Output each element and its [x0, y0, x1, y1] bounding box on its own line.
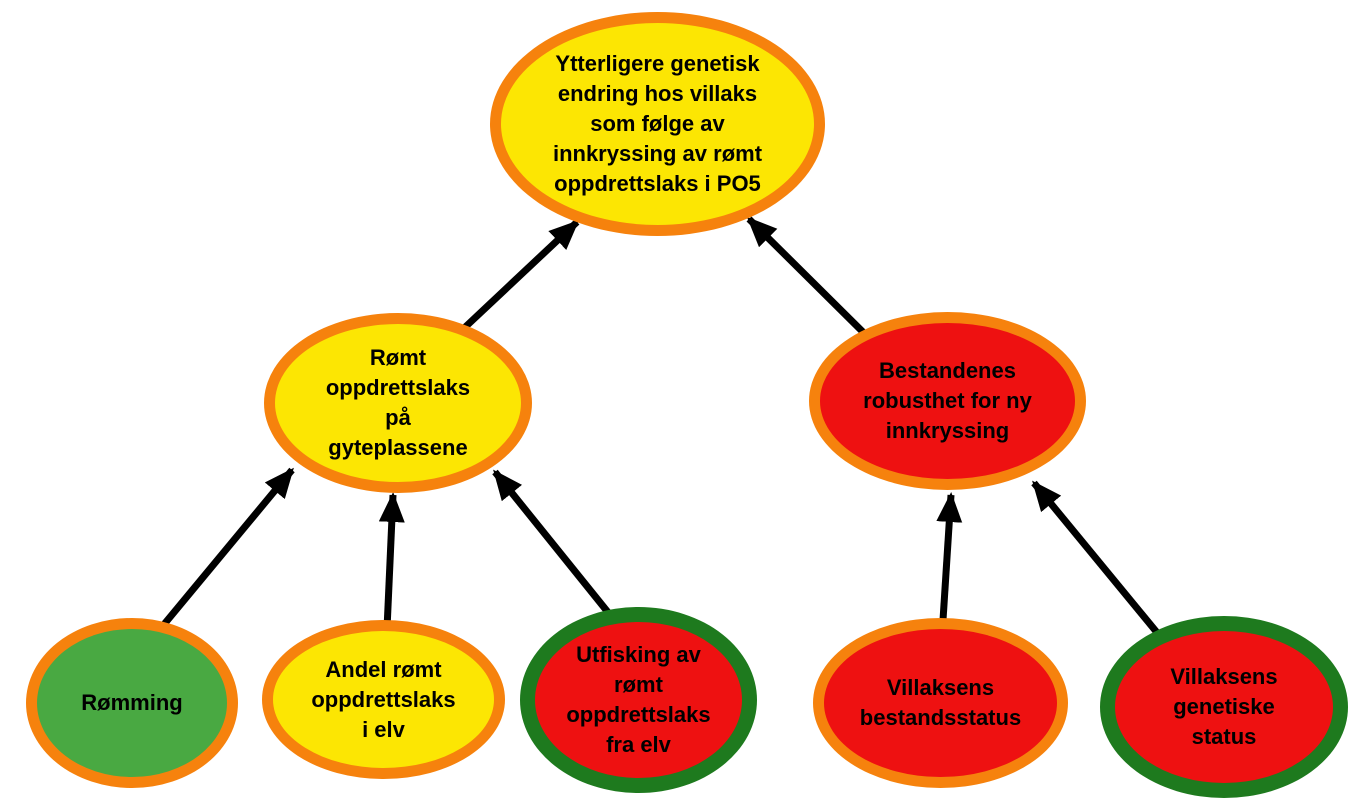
node-label: Bestandenes robusthet for ny innkryssing: [863, 358, 1032, 443]
node-villaksens-bestandsstatus: Villaksens bestandsstatus: [813, 618, 1068, 788]
arrow-bestandsstatus-to-robusthet: [936, 492, 963, 621]
node-label: Villaksens genetiske status: [1170, 664, 1278, 749]
node-villaksens-genetiske-status: Villaksens genetiske status: [1100, 616, 1348, 798]
node-label: Utfisking av rømt oppdrettslaks fra elv: [566, 642, 711, 757]
node-label: Villaksens bestandsstatus: [859, 675, 1022, 730]
node-romt-oppdrettslaks-pa-gyteplassene: Rømt oppdrettslaks på gyteplassene: [264, 313, 532, 493]
node-ytterligere-genetisk-endring: Ytterligere genetisk endring hos villaks…: [490, 12, 825, 236]
arrow-genetisk-status-to-robusthet: [1031, 480, 1162, 638]
node-andel-romt-oppdrettslaks-i-elv: Andel rømt oppdrettslaks i elv: [262, 620, 505, 779]
arrow-robusthet-to-toppnode: [746, 216, 872, 341]
arrow-romming-to-gyteplassene: [158, 467, 295, 631]
node-romming: Rømming: [26, 618, 238, 788]
arrow-utfisking-to-gyteplassene: [492, 469, 618, 624]
arrow-andel-to-gyteplassene: [378, 492, 405, 630]
node-label: Rømming: [81, 690, 183, 715]
node-label: Rømt oppdrettslaks på gyteplassene: [325, 345, 471, 460]
arrow-gyteplassene-to-toppnode: [458, 219, 580, 334]
node-label: Andel rømt oppdrettslaks i elv: [311, 656, 456, 742]
node-bestandenes-robusthet: Bestandenes robusthet for ny innkryssing: [809, 312, 1086, 490]
node-label: Ytterligere genetisk endring hos villaks…: [552, 51, 763, 196]
node-utfisking-av-romt-oppdrettslaks: Utfisking av rømt oppdrettslaks fra elv: [520, 607, 757, 793]
